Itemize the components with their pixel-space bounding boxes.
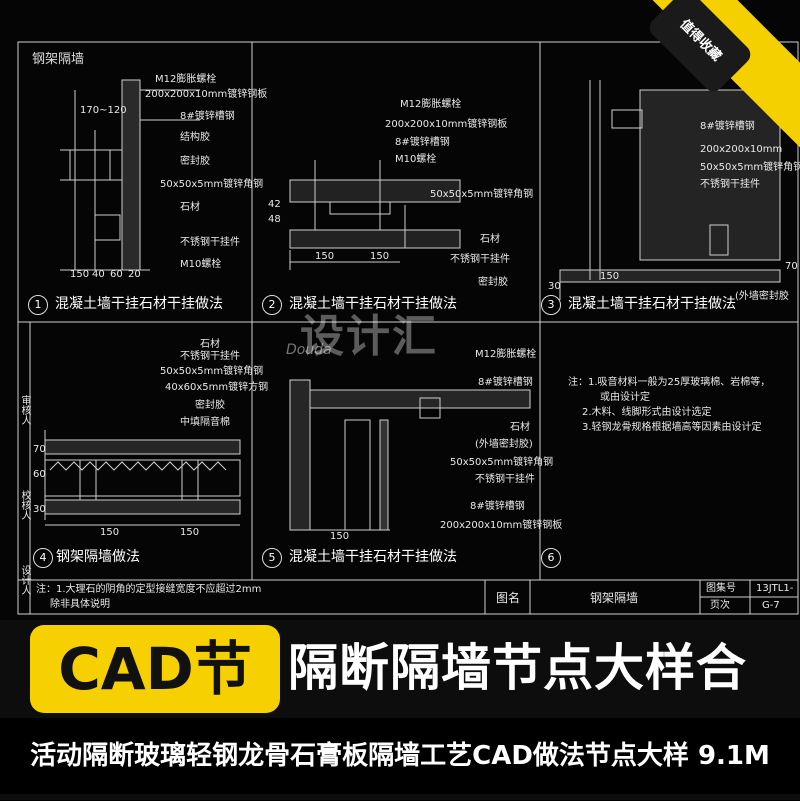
- banner-subtitle: 活动隔断玻璃轻钢龙骨石膏板隔墙工艺CAD做法节点大样 9.1M: [0, 718, 800, 794]
- sheet-title: 钢架隔墙: [32, 52, 85, 67]
- d1-dim: 170~120: [80, 105, 127, 116]
- d4-label: 不锈钢干挂件: [180, 351, 240, 362]
- detail-caption: 混凝土墙干挂石材干挂做法: [55, 296, 223, 312]
- watermark-logo: 设计汇: [300, 311, 438, 362]
- d1-dim: 60: [110, 269, 123, 280]
- detail-caption: 混凝土墙干挂石材干挂做法: [568, 296, 736, 312]
- d3-dim: 70: [785, 261, 798, 272]
- detail-caption: 混凝土墙干挂石材干挂做法: [289, 296, 457, 312]
- cad-drawing-area: 钢架隔墙 M12膨胀螺栓 200x200x10mm镀锌钢板 8#镀锌槽钢 结构胶…: [17, 0, 800, 615]
- banner-title: 隔断隔墙节点大样合集: [288, 639, 747, 777]
- detail-caption: 钢架隔墙做法: [56, 549, 140, 565]
- d2-label: 石材: [480, 234, 500, 245]
- atlas-value: 13JTL1-: [756, 583, 794, 594]
- title-note: 注：1.大理石的阴角的定型接缝宽度不应超过2mm: [36, 584, 262, 595]
- d1-label: 结构胶: [180, 132, 210, 143]
- d4-label: 中填隔音棉: [180, 417, 230, 428]
- page-value: G-7: [762, 600, 780, 611]
- detail-number: 4: [33, 548, 53, 568]
- d4-label: 密封胶: [195, 400, 225, 411]
- drawing-name: 钢架隔墙: [590, 591, 639, 605]
- cad-badge: CAD节点: [30, 625, 280, 791]
- d3-label: (外墙密封胶: [735, 291, 789, 302]
- cad-linework: [17, 41, 799, 615]
- detail-number: 5: [262, 548, 282, 568]
- d2-dim: 150: [315, 251, 335, 262]
- d2-label: M12膨胀螺栓: [400, 99, 462, 110]
- page-label: 页次: [710, 600, 730, 611]
- d2-dim: 150: [370, 251, 390, 262]
- detail-number: 6: [541, 548, 561, 568]
- notes-line: 3.轻钢龙骨规格根据墙高等因素由设计定: [582, 422, 762, 433]
- d5-label: 8#镀锌槽钢: [478, 377, 533, 388]
- d3-label: 200x200x10mm: [700, 144, 783, 155]
- d5-label: M12膨胀螺栓: [475, 349, 537, 360]
- d5-label: 8#镀锌槽钢: [470, 501, 525, 512]
- notes-line: 2.木料、线脚形式由设计选定: [582, 407, 712, 418]
- d1-dim: 150: [70, 269, 90, 280]
- d5-label: (外墙密封胶): [475, 439, 533, 450]
- d4-dim: 70: [33, 444, 46, 455]
- d2-label: 密封胶: [478, 277, 508, 288]
- d2-label: 200x200x10mm镀锌钢板: [385, 119, 508, 130]
- d1-label: 石材: [180, 202, 200, 213]
- side-label: 审核人: [19, 395, 30, 425]
- notes-line: 或由设计定: [600, 392, 650, 403]
- d4-dim: 150: [100, 527, 120, 538]
- d4-dim: 60: [33, 469, 46, 480]
- d2-label: M10螺栓: [395, 154, 437, 165]
- d2-label: 8#镀锌槽钢: [395, 137, 450, 148]
- d2-dim: 48: [268, 214, 281, 225]
- d4-label: 石材: [200, 339, 220, 350]
- d3-label: 8#镀锌槽钢: [700, 121, 755, 132]
- d1-label: 密封胶: [180, 156, 210, 167]
- d1-label: 200x200x10mm镀锌钢板: [145, 89, 268, 100]
- detail-number: 3: [541, 295, 561, 315]
- detail-number: 2: [262, 295, 282, 315]
- d5-label: 石材: [510, 422, 530, 433]
- d1-label: M12膨胀螺栓: [155, 74, 217, 85]
- title-note: 除非具体说明: [50, 599, 110, 610]
- detail-caption: 混凝土墙干挂石材干挂做法: [289, 549, 457, 565]
- d4-dim: 150: [180, 527, 200, 538]
- detail-number: 1: [28, 295, 48, 315]
- d4-dim: 30: [33, 504, 46, 515]
- watermark-sub: Douda: [286, 342, 332, 358]
- d2-label: 不锈钢干挂件: [450, 254, 510, 265]
- d1-label: M10螺栓: [180, 259, 222, 270]
- d1-dim: 20: [128, 269, 141, 280]
- d2-label: 50x50x5mm镀锌角钢: [430, 189, 534, 200]
- d4-label: 40x60x5mm镀锌方钢: [165, 382, 269, 393]
- d5-label: 不锈钢干挂件: [475, 474, 535, 485]
- d5-label: 200x200x10mm镀锌钢板: [440, 520, 563, 531]
- d1-label: 50x50x5mm镀锌角钢: [160, 179, 264, 190]
- d1-dim: 40: [92, 269, 105, 280]
- side-label: 设计人: [19, 565, 30, 595]
- d3-dim: 150: [600, 271, 620, 282]
- d2-dim: 42: [268, 199, 281, 210]
- d1-label: 不锈钢干挂件: [180, 237, 240, 248]
- d4-label: 50x50x5mm镀锌角钢: [160, 366, 264, 377]
- d3-dim: 30: [548, 281, 561, 292]
- notes-head: 注：1.吸音材料一般为25厚玻璃棉、岩棉等，: [568, 377, 771, 388]
- side-label: 校核人: [19, 490, 30, 520]
- d5-label: 50x50x5mm镀锌角钢: [450, 457, 554, 468]
- d1-label: 8#镀锌槽钢: [180, 111, 235, 122]
- d3-label: 50x50x5mm镀锌角钢: [700, 162, 800, 173]
- atlas-label: 图集号: [706, 583, 736, 594]
- d5-dim: 150: [330, 531, 350, 542]
- drawing-name-label: 图名: [496, 591, 521, 605]
- d3-label: 不锈钢干挂件: [700, 179, 760, 190]
